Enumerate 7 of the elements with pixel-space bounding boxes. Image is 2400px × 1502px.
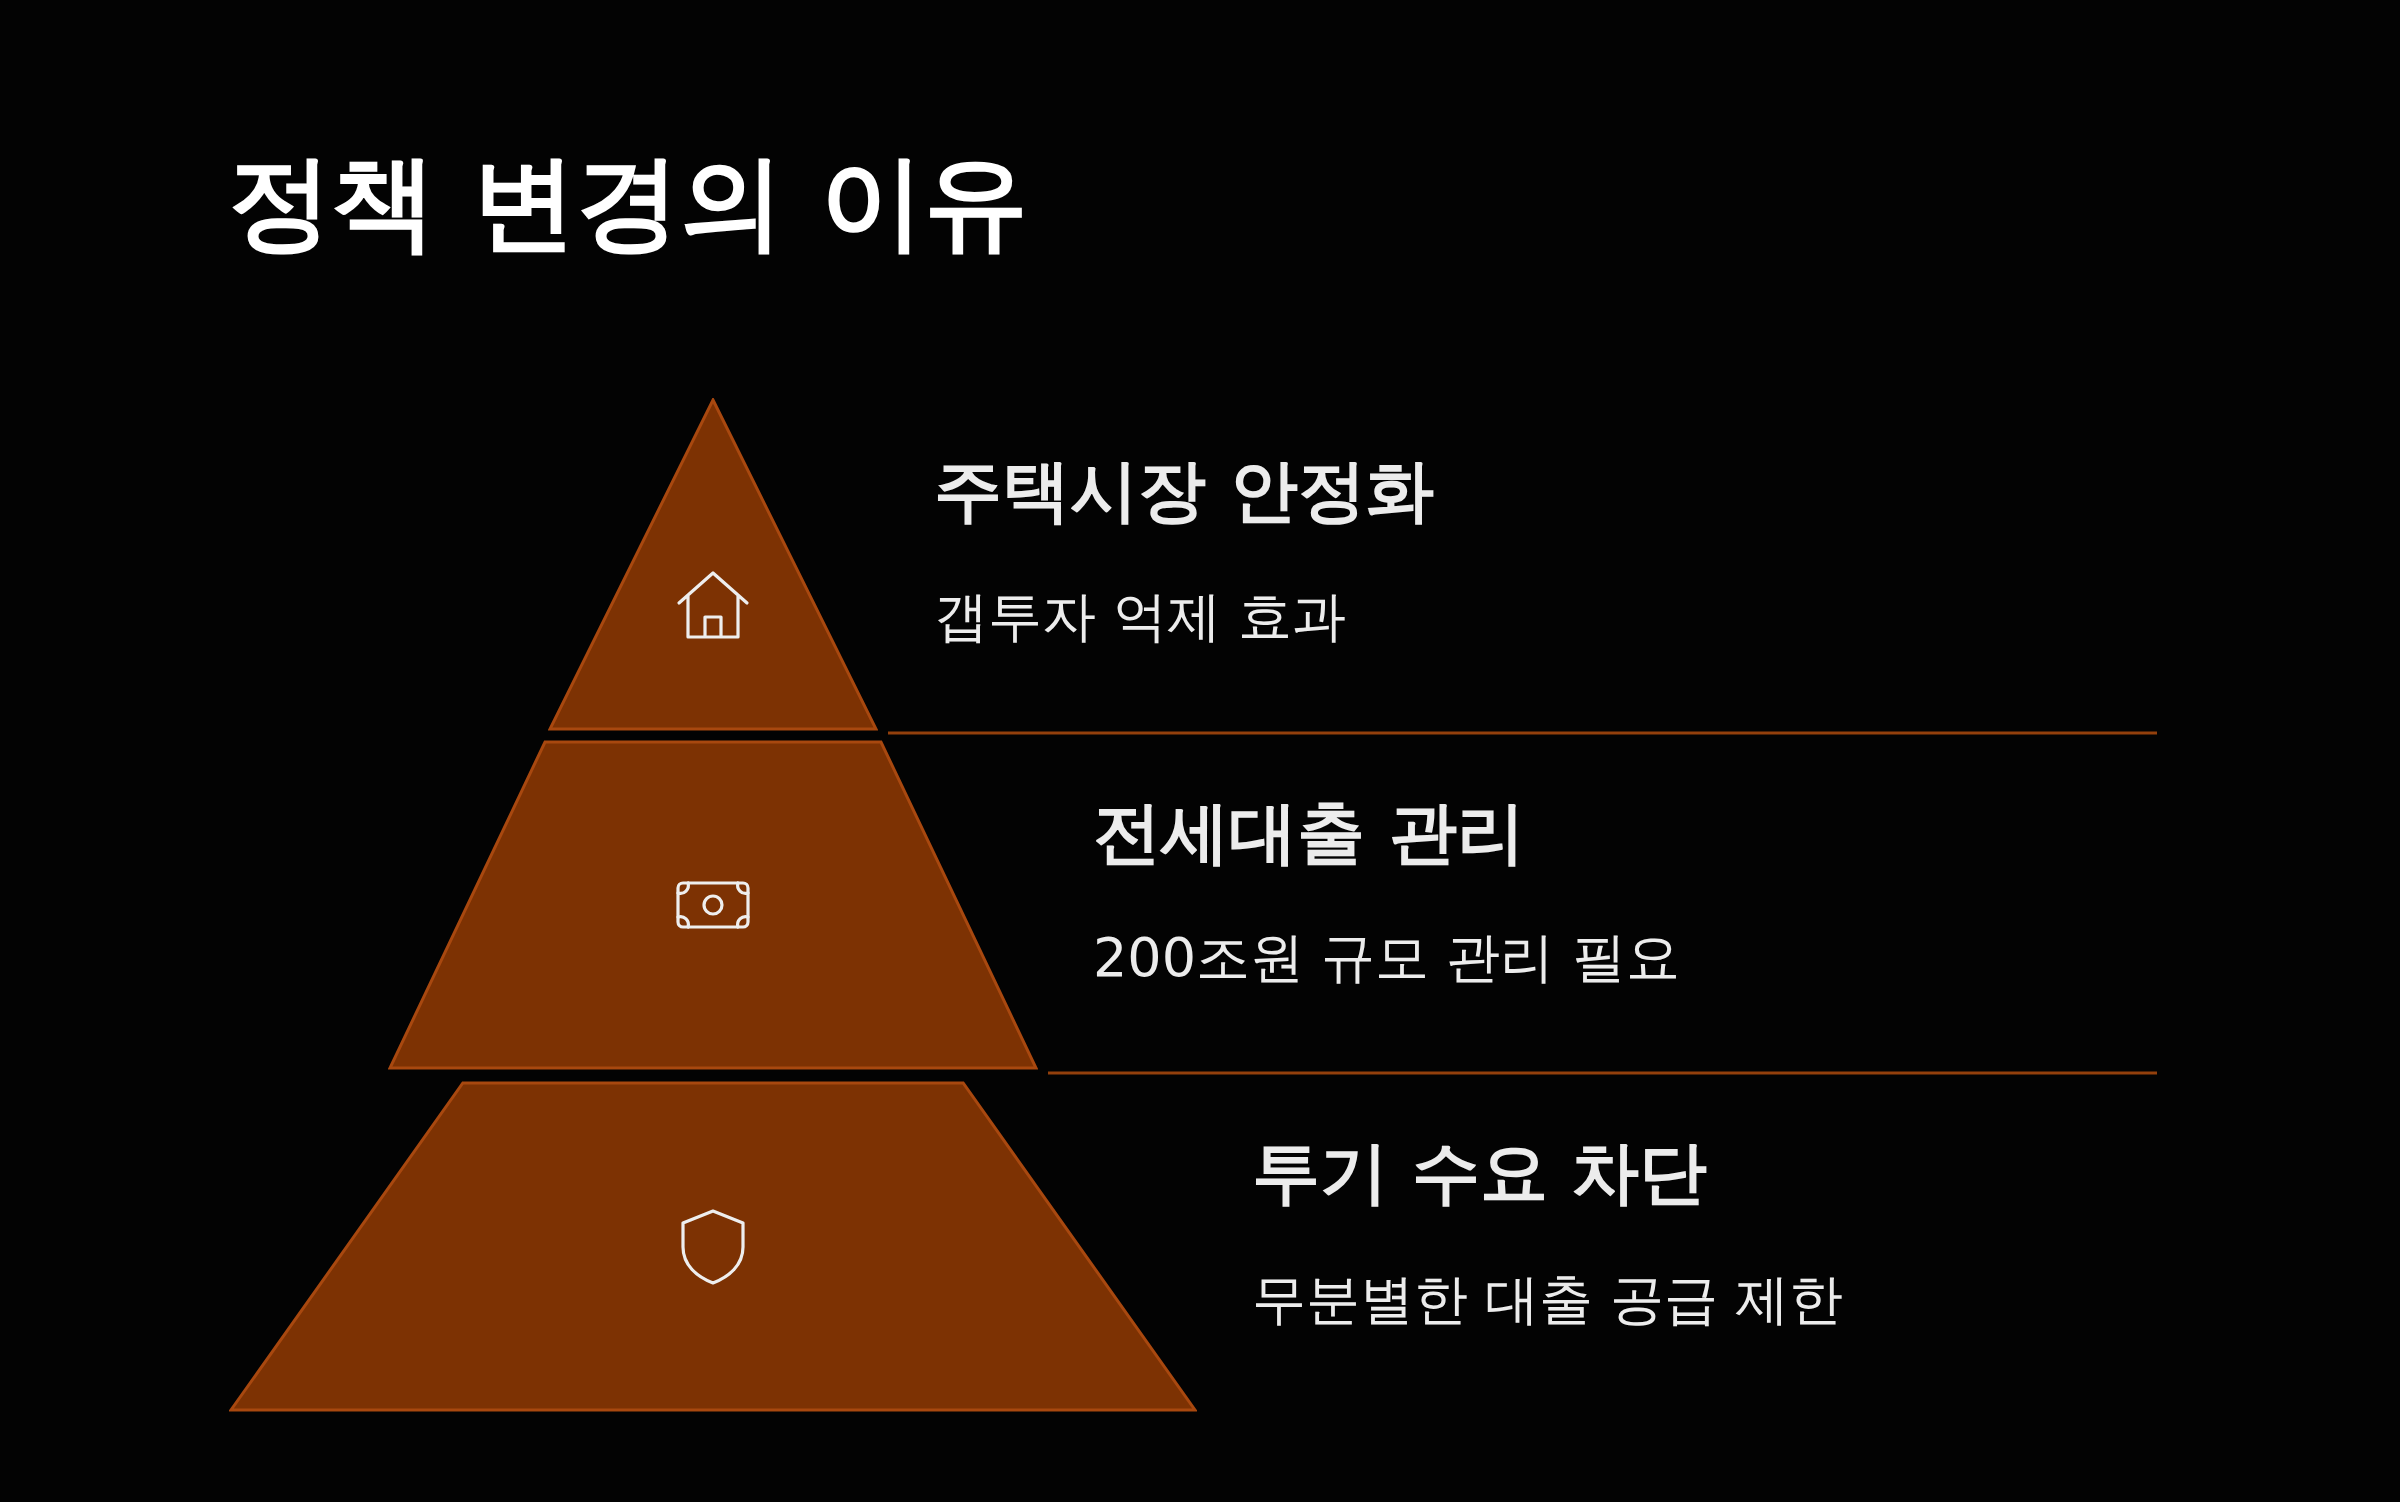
tier-description: 갭투자 억제 효과 [934,585,1347,650]
tier-description: 무분별한 대출 공급 제한 [1252,1268,1844,1333]
tier-heading: 전세대출 관리 [1093,792,1525,874]
tier-description: 200조원 규모 관리 필요 [1093,926,1680,991]
tier-heading: 주택시장 안정화 [934,450,1434,532]
title: 정책 변경의 이유 [228,140,1029,265]
tier-heading: 투기 수요 차단 [1252,1132,1708,1214]
